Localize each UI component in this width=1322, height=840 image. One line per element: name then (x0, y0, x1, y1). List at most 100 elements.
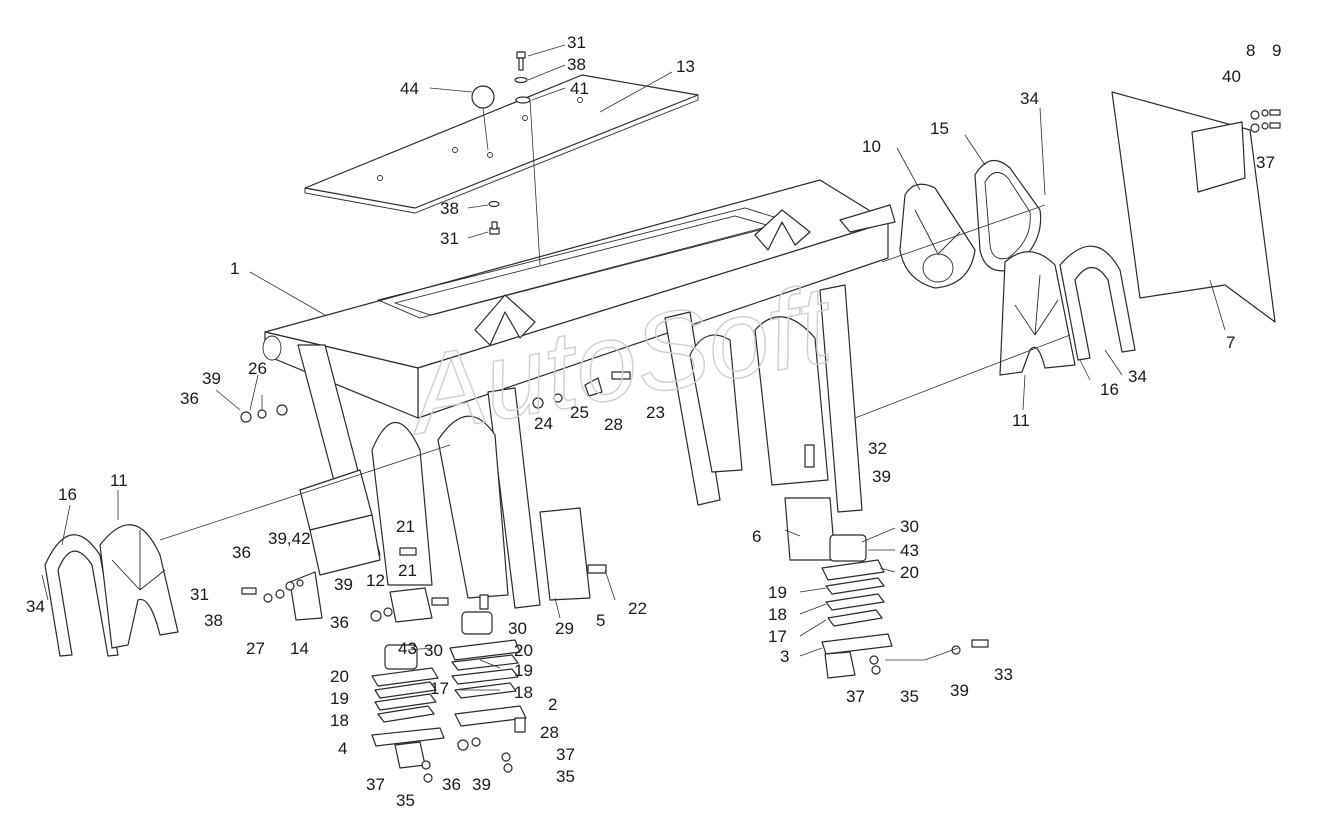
callout: 20 (514, 641, 533, 660)
main-frame (262, 179, 896, 609)
callout: 14 (290, 639, 309, 658)
callout: 18 (330, 711, 349, 730)
callout: 11 (110, 471, 128, 490)
callout: 41 (570, 79, 589, 98)
callout: 39 (334, 575, 353, 594)
callout: 10 (862, 137, 881, 156)
callout: 43 (398, 639, 417, 658)
callout: 27 (246, 639, 265, 658)
callout: 38 (567, 55, 586, 74)
callout: 32 (868, 439, 887, 458)
callout: 29 (555, 619, 574, 638)
callout: 19 (514, 661, 533, 680)
callout: 39 (950, 681, 969, 700)
callout: 19 (768, 583, 787, 602)
callout: 37 (846, 687, 865, 706)
callout: 35 (396, 791, 415, 810)
callout: 35 (556, 767, 575, 786)
callout: 39 (202, 369, 221, 388)
callout: 38 (204, 611, 223, 630)
callout: 26 (248, 359, 267, 378)
callout: 1 (230, 259, 239, 278)
callout: 35 (900, 687, 919, 706)
callout: 8 (1246, 41, 1255, 60)
callout: 17 (430, 679, 449, 698)
callout: 13 (676, 57, 695, 76)
plate-11-right (999, 251, 1076, 376)
callout: 34 (1020, 89, 1039, 108)
reference-lines (159, 204, 1071, 661)
callout: 34 (1128, 367, 1147, 386)
callout: 16 (1100, 380, 1119, 399)
callout: 30 (508, 619, 527, 638)
plate-10 (899, 183, 976, 289)
callout: 20 (900, 563, 919, 582)
callout: 30 (900, 517, 919, 536)
bracket-14 (289, 571, 323, 621)
fasteners (240, 371, 989, 783)
callout: 39,42 (268, 529, 311, 548)
callout: 17 (768, 627, 787, 646)
mount-43-right (784, 497, 893, 679)
callout: 21 (398, 561, 417, 580)
callout: 30 (424, 641, 443, 660)
plate-5 (539, 507, 591, 601)
callout: 36 (232, 543, 251, 562)
bolts-8-9-40 (1250, 109, 1281, 133)
gasket-15 (974, 159, 1042, 272)
top-cover-plate (304, 74, 699, 214)
callout: 28 (540, 723, 559, 742)
callout: 19 (330, 689, 349, 708)
callout: 31 (190, 585, 209, 604)
callout: 36 (180, 389, 199, 408)
ball-44 (471, 85, 495, 109)
bolt-31-lower (488, 200, 500, 235)
callout: 34 (26, 597, 45, 616)
callout: 9 (1272, 41, 1281, 60)
plate-12 (389, 587, 433, 623)
callout: 33 (994, 665, 1013, 684)
callout: 31 (440, 229, 459, 248)
callout: 15 (930, 119, 949, 138)
callout: 7 (1226, 333, 1235, 352)
panel-7 (1111, 91, 1276, 323)
callout: 2 (548, 695, 557, 714)
callout: 22 (628, 599, 647, 618)
leader-lines (41, 44, 1226, 691)
mount-43-center (449, 611, 527, 733)
callout: 5 (596, 611, 605, 630)
callout: 6 (752, 527, 761, 546)
callout: 31 (567, 33, 586, 52)
callout: 37 (366, 775, 385, 794)
callout: 36 (330, 613, 349, 632)
callout: 38 (440, 199, 459, 218)
callout: 44 (400, 79, 419, 98)
callout: 25 (570, 403, 589, 422)
callout-labels: 44 31 38 41 13 38 31 1 39 26 36 24 25 28… (26, 33, 1281, 810)
plate-11-left (99, 524, 179, 649)
callout: 3 (780, 647, 789, 666)
callout: 18 (514, 683, 533, 702)
cover-16-left (44, 534, 119, 657)
callout: 39 (872, 467, 891, 486)
callout: 36 (442, 775, 461, 794)
callout: 21 (396, 517, 415, 536)
callout: 37 (1256, 153, 1275, 172)
callout: 18 (768, 605, 787, 624)
callout: 24 (534, 414, 553, 433)
callout: 39 (472, 775, 491, 794)
callout: 40 (1222, 67, 1241, 86)
cover-16-right (1059, 245, 1136, 361)
callout: 12 (366, 571, 385, 590)
callout: 37 (556, 745, 575, 764)
mount-43-left (371, 644, 445, 769)
callout: 43 (900, 541, 919, 560)
callout: 11 (1012, 411, 1030, 430)
callout: 23 (646, 403, 665, 422)
bolt-31-top (514, 51, 531, 104)
callout: 4 (338, 739, 347, 758)
callout: 16 (58, 485, 77, 504)
callout: 20 (330, 667, 349, 686)
